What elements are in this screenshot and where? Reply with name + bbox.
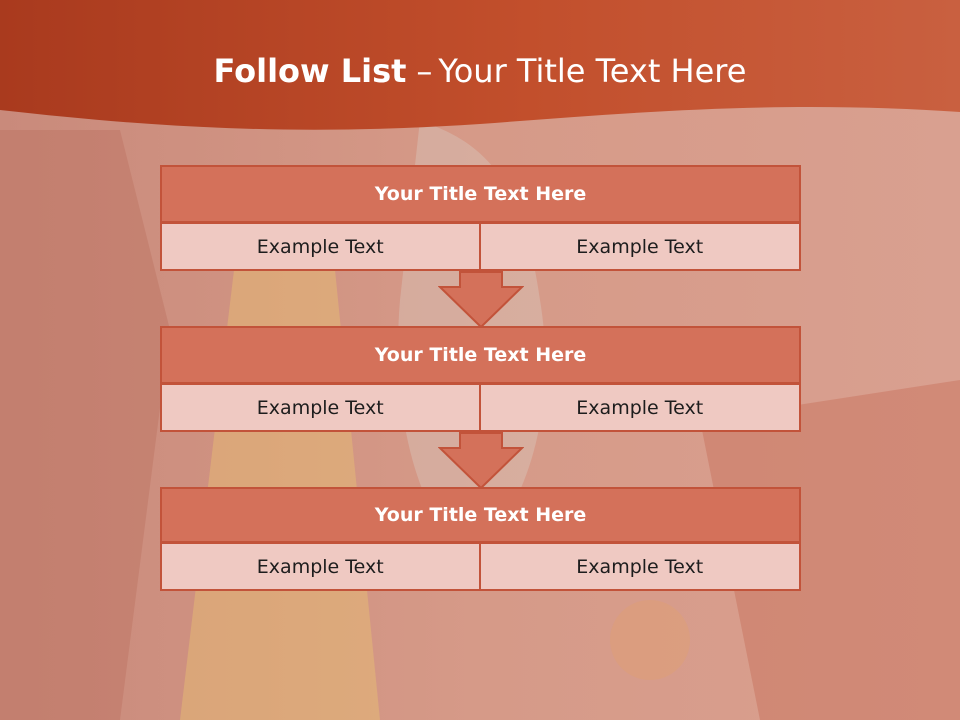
block-title: Your Title Text Here xyxy=(160,165,801,223)
block-title: Your Title Text Here xyxy=(160,326,801,384)
block-cell-left: Example Text xyxy=(160,383,481,432)
block-cell-left: Example Text xyxy=(160,542,481,591)
block-cell-right: Example Text xyxy=(478,542,801,591)
slide-title-rest: Your Title Text Here xyxy=(438,52,747,90)
down-arrow-icon xyxy=(438,271,524,329)
slide-title: Follow List–Your Title Text Here xyxy=(0,52,960,90)
list-block-2: Your Title Text Here Example Text Exampl… xyxy=(160,326,801,432)
slide-title-bold: Follow List xyxy=(213,52,407,90)
block-title: Your Title Text Here xyxy=(160,487,801,543)
block-cell-left: Example Text xyxy=(160,222,481,271)
slide-title-dash: – xyxy=(416,52,433,90)
block-row: Example Text Example Text xyxy=(160,383,801,432)
block-row: Example Text Example Text xyxy=(160,222,801,271)
down-arrow-icon xyxy=(438,432,524,490)
block-cell-right: Example Text xyxy=(478,383,801,432)
list-block-3: Your Title Text Here Example Text Exampl… xyxy=(160,487,801,591)
list-block-1: Your Title Text Here Example Text Exampl… xyxy=(160,165,801,271)
block-cell-right: Example Text xyxy=(478,222,801,271)
block-row: Example Text Example Text xyxy=(160,542,801,591)
